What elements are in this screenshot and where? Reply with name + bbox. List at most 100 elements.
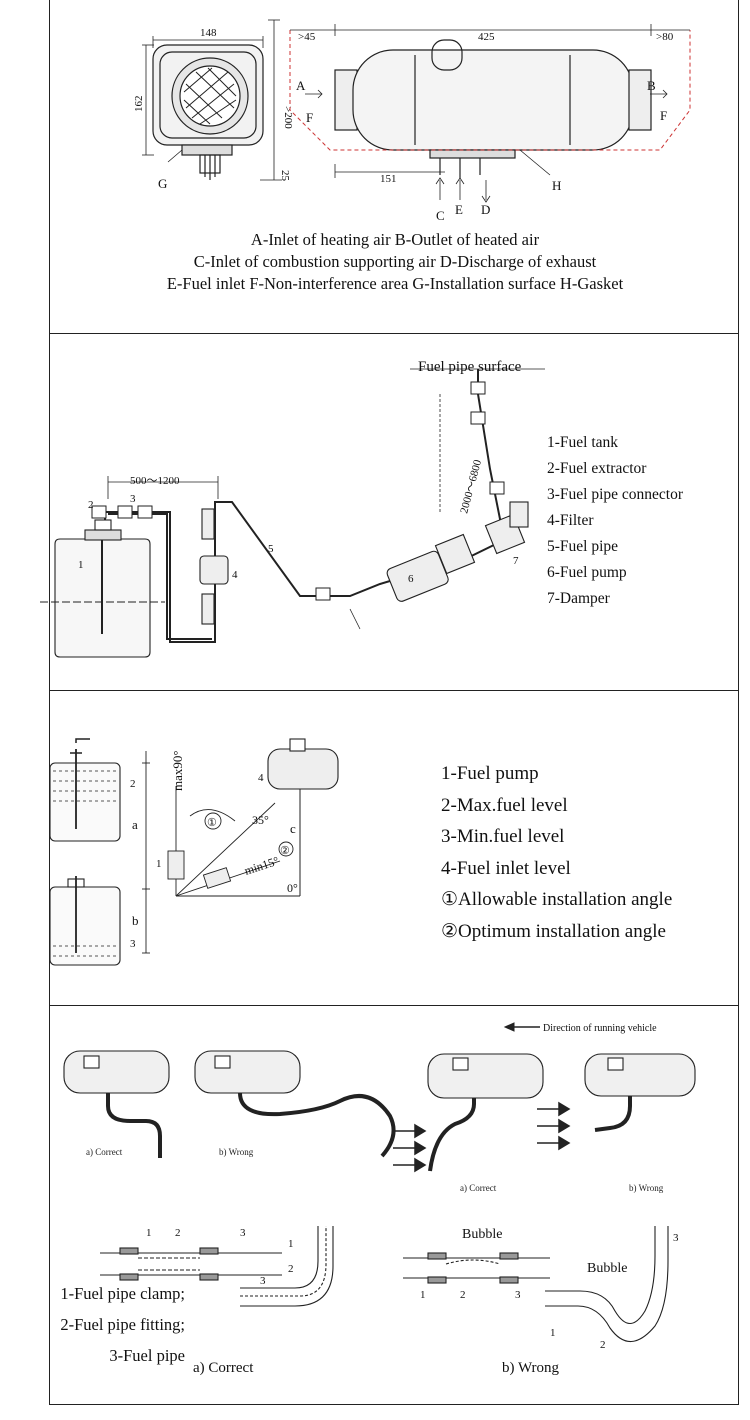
connectors bbox=[91, 381, 505, 601]
legend-item: 2-Fuel extractor bbox=[547, 460, 647, 477]
heater-wrong-2 bbox=[584, 1053, 696, 1132]
label-G: G bbox=[158, 176, 167, 191]
num-3: 3 bbox=[130, 938, 136, 950]
clamp-correct-straight bbox=[100, 1247, 282, 1281]
legend-item: 3-Min.fuel level bbox=[441, 826, 565, 847]
dim-width-148: 148 bbox=[200, 27, 217, 39]
legend-item: 4-Fuel inlet level bbox=[441, 857, 571, 879]
num-3-wrong-bend: 3 bbox=[673, 1232, 679, 1244]
num-3: 3 bbox=[130, 493, 136, 505]
dim-height-162: 162 bbox=[133, 96, 145, 113]
dim-45: >45 bbox=[298, 31, 316, 43]
fuel-system-panel: Fuel pipe surface 500～1200 2000～6800 1 2… bbox=[40, 333, 739, 691]
non-interference-area bbox=[289, 30, 691, 151]
num-2-bend: 2 bbox=[288, 1263, 294, 1275]
dim-151: 151 bbox=[380, 173, 397, 185]
label-0deg: 0° bbox=[287, 881, 298, 895]
num-7: 7 bbox=[513, 555, 519, 567]
legend-item: 3-Fuel pipe connector bbox=[547, 486, 684, 503]
side-dimension-lines bbox=[290, 24, 690, 203]
num-1-bend: 1 bbox=[288, 1238, 294, 1250]
label-B: B bbox=[647, 78, 656, 93]
legend-item: 7-Damper bbox=[547, 590, 610, 607]
direction-arrow bbox=[503, 1022, 540, 1032]
caption-line-2: C-Inlet of combustion supporting air D-D… bbox=[193, 252, 597, 271]
num-2-wrong-bend: 2 bbox=[600, 1339, 606, 1351]
caption-top-1: a) Correct bbox=[86, 1147, 123, 1157]
legend-item: 5-Fuel pipe bbox=[547, 538, 619, 555]
caption-line-3: E-Fuel inlet F-Non-interference area G-I… bbox=[166, 274, 624, 293]
fuel-pipe-route bbox=[104, 369, 501, 643]
label-c: c bbox=[290, 821, 296, 836]
heater-front-view bbox=[152, 44, 264, 180]
label-min15: min15° bbox=[243, 854, 281, 878]
label-C: C bbox=[436, 208, 445, 223]
label-b: b bbox=[132, 913, 139, 928]
damper bbox=[484, 501, 529, 555]
label-A: A bbox=[296, 78, 306, 93]
pipe-routing-drawing: Direction of running vehicle bbox=[63, 1022, 696, 1376]
caption-top-3: a) Correct bbox=[460, 1183, 497, 1193]
clamp-wrong-bend bbox=[545, 1226, 669, 1343]
caption-bottom-correct: a) Correct bbox=[193, 1360, 254, 1376]
num-1: 1 bbox=[146, 1227, 152, 1239]
clamp-wrong-straight bbox=[403, 1252, 550, 1284]
lower-tank bbox=[49, 876, 121, 966]
fuel-tank bbox=[40, 519, 165, 658]
num-5: 5 bbox=[268, 543, 274, 555]
pipe-routing-panel: Direction of running vehicle bbox=[49, 1005, 739, 1405]
caption-line-1: A-Inlet of heating air B-Outlet of heate… bbox=[250, 230, 540, 249]
dim-500-1200: 500～1200 bbox=[130, 475, 180, 487]
label-35: 35° bbox=[252, 813, 269, 827]
num-4: 4 bbox=[258, 772, 264, 784]
num-1-wrong: 1 bbox=[420, 1289, 426, 1301]
heater-dimensions-panel: 148 162 >200 25 G >45 bbox=[49, 0, 739, 334]
fuel-system-legend: 1-Fuel tank 2-Fuel extractor 3-Fuel pipe… bbox=[547, 430, 683, 612]
heater-side-view bbox=[334, 39, 652, 178]
num-4: 4 bbox=[232, 569, 238, 581]
label-F-left: F bbox=[306, 110, 313, 125]
legend-item: 3-Fuel pipe bbox=[109, 1346, 185, 1365]
legend-item: ②Optimum installation angle bbox=[441, 920, 666, 942]
dim-80: >80 bbox=[656, 31, 674, 43]
heater-correct-1 bbox=[63, 1050, 170, 1158]
pump-angle-drawing: max90° min15° 35° 0° a b c 1 2 3 4 ① ② bbox=[49, 738, 339, 966]
pipe-clamp-legend: 1-Fuel pipe clamp; 2-Fuel pipe fitting; … bbox=[41, 1278, 185, 1371]
num-3-bend: 3 bbox=[260, 1275, 266, 1287]
airflow-arrows-2 bbox=[537, 1101, 571, 1151]
dim-height-25: 25 bbox=[279, 170, 291, 182]
circle-1: ① bbox=[207, 817, 217, 829]
legend-item: 1-Fuel tank bbox=[547, 434, 619, 451]
caption-bottom-wrong: b) Wrong bbox=[502, 1360, 560, 1376]
label-E: E bbox=[455, 202, 463, 217]
label-D: D bbox=[481, 202, 490, 217]
label-max90: max90° bbox=[170, 750, 185, 791]
num-1-wrong-bend: 1 bbox=[550, 1327, 556, 1339]
label-a: a bbox=[132, 817, 138, 832]
direction-label: Direction of running vehicle bbox=[543, 1023, 657, 1034]
pump-angle-legend: 1-Fuel pump 2-Max.fuel level 3-Min.fuel … bbox=[441, 758, 672, 947]
caption-top-2: b) Wrong bbox=[219, 1147, 254, 1157]
dim-425: 425 bbox=[478, 31, 495, 43]
legend-item: 1-Fuel pump bbox=[441, 763, 539, 784]
dim-height-200: >200 bbox=[282, 106, 294, 129]
circle-2: ② bbox=[280, 845, 290, 857]
heater-correct-2 bbox=[427, 1053, 544, 1172]
num-2: 2 bbox=[88, 499, 94, 511]
dimension-lines bbox=[107, 368, 545, 630]
num-1: 1 bbox=[156, 858, 162, 870]
heater-unit bbox=[267, 738, 339, 896]
heater-dimension-drawing: 148 162 >200 25 G >45 bbox=[133, 19, 691, 223]
label-F-right: F bbox=[660, 108, 667, 123]
heater-wrong-1 bbox=[194, 1050, 396, 1158]
caption-top-4: b) Wrong bbox=[629, 1183, 664, 1193]
legend-item: 2-Fuel pipe fitting; bbox=[60, 1315, 185, 1334]
clamp-correct-bend bbox=[240, 1226, 334, 1307]
num-2: 2 bbox=[175, 1227, 181, 1239]
num-1: 1 bbox=[78, 559, 84, 571]
pump-angle-panel: max90° min15° 35° 0° a b c 1 2 3 4 ① ② 1… bbox=[49, 690, 739, 1006]
dim-2000-6800: 2000～6800 bbox=[458, 458, 484, 515]
fuel-pump bbox=[386, 533, 476, 602]
num-3: 3 bbox=[240, 1227, 246, 1239]
legend-item: ①Allowable installation angle bbox=[441, 889, 673, 910]
